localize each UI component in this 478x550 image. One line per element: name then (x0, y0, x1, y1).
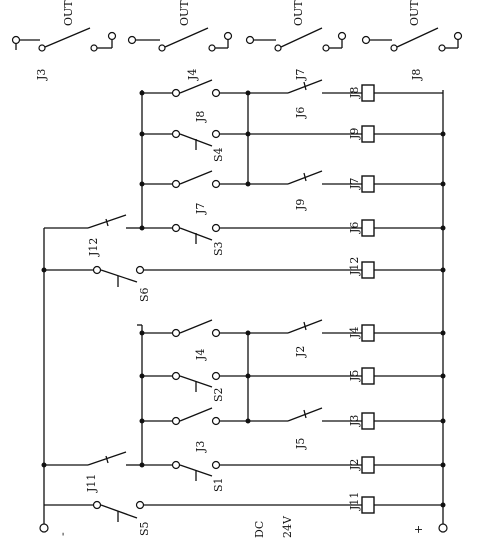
out-j8-label: J8 (410, 69, 423, 81)
contact-j12-label: J12 (87, 238, 100, 257)
out-j7-label: J7 (294, 69, 307, 81)
switch-s2-label: S2 (212, 387, 225, 402)
coil-j8 (361, 84, 375, 102)
contact-j6-label: J6 (294, 107, 307, 119)
switch-s1-label: S1 (212, 477, 225, 492)
coil-j12-label: J12 (348, 257, 361, 276)
out-j3-label: J3 (35, 69, 48, 81)
coil-j4 (361, 324, 375, 342)
coil-j9-label: J9 (348, 128, 361, 140)
contact-j5-label: J5 (294, 438, 307, 450)
contact-j3-label: J3 (194, 441, 207, 453)
coil-j7 (361, 175, 375, 193)
out-j4-out: OUT (178, 0, 191, 26)
switch-s3-label: S3 (212, 241, 225, 256)
contact-j4-label: J4 (194, 349, 207, 361)
contact-j11-label: J11 (85, 474, 98, 493)
coil-j2-label: J2 (348, 459, 361, 471)
junction-dots (41, 90, 446, 508)
switch-s4-label: S4 (212, 147, 225, 162)
out-contact-j4: J4 OUT (127, 0, 233, 81)
coil-j3 (361, 412, 375, 430)
coil-j4-label: J4 (348, 327, 361, 339)
coil-j5-label: J5 (348, 370, 361, 382)
switch-s6-label: S6 (138, 287, 151, 302)
out-j4-label: J4 (186, 69, 199, 81)
out-j8-out: OUT (408, 0, 421, 26)
out-contact-j3: J3 OUT (11, 0, 117, 81)
out-contact-j7: J7 OUT (245, 0, 347, 81)
contact-j7-label: J7 (194, 203, 207, 215)
coil-j11 (361, 496, 375, 514)
contact-j2-label: J2 (294, 346, 307, 358)
coil-j2 (361, 456, 375, 474)
out-j3-out: OUT (62, 0, 75, 26)
negative-label: - (56, 532, 69, 536)
coil-j11-label: J11 (348, 492, 361, 511)
coil-j6 (361, 219, 375, 237)
coil-j3-label: J3 (348, 415, 361, 427)
coil-j9 (361, 125, 375, 143)
coil-j12 (361, 261, 375, 279)
dc-label: DC (253, 521, 266, 538)
positive-terminal (438, 523, 448, 533)
voltage-label: 24V (281, 515, 294, 538)
contact-j9-label: J9 (294, 199, 307, 211)
coil-j7-label: J7 (348, 178, 361, 190)
coil-j5 (361, 367, 375, 385)
coil-j6-label: J6 (348, 222, 361, 234)
positive-label: + (412, 525, 425, 534)
switch-s5-label: S5 (138, 521, 151, 536)
out-contact-j8: J8 OUT (361, 0, 463, 81)
negative-terminal (39, 523, 49, 533)
out-j7-out: OUT (292, 0, 305, 26)
contact-j8-label: J8 (194, 111, 207, 123)
coil-j8-label: J8 (348, 87, 361, 99)
